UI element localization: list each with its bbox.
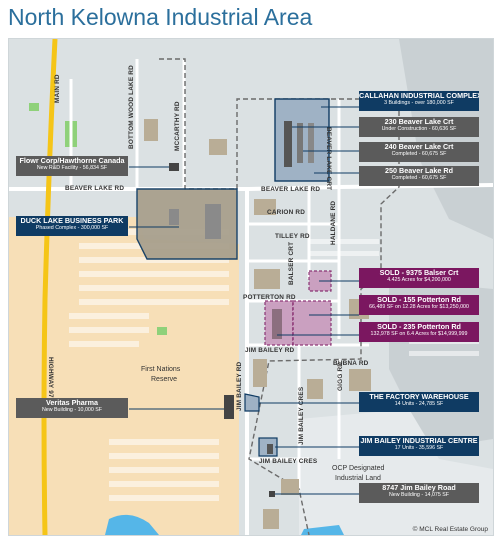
callout-250-beaver-lake-rd[interactable]: 250 Beaver Lake Rd Completed - 60,675 SF: [359, 166, 479, 186]
callout-veritas[interactable]: Veritas Pharma New Building - 10,000 SF: [16, 398, 128, 418]
road-label-beaver-lake-west: BEAVER LAKE RD: [65, 185, 124, 192]
water: [105, 514, 159, 535]
callout-title: THE FACTORY WAREHOUSE: [369, 392, 469, 401]
callout-leaders: [129, 106, 359, 495]
area-label-industrial-land: Industrial Land: [335, 475, 381, 482]
callout-title: 8747 Jim Bailey Road: [382, 483, 456, 492]
callout-title: SOLD - 9375 Balser Crt: [379, 268, 459, 277]
road-label-bottom-wood-lake: BOTTOM WOOD LAKE RD: [128, 65, 135, 149]
callout-callahan[interactable]: CALLAHAN INDUSTRIAL COMPLEX 3 Buildings …: [359, 91, 479, 111]
ocp-land: [299, 409, 493, 535]
callout-subtitle: New Building - 10,000 SF: [41, 407, 103, 413]
road-label-jim-bailey-v: JIM BAILEY RD: [236, 361, 243, 411]
terrain-patch: [399, 39, 493, 239]
highway-97: [41, 39, 58, 535]
callout-subtitle: 4.425 Acres for $4,200,000: [387, 277, 451, 283]
callout-subtitle: New Building - 14,075 SF: [388, 492, 450, 498]
callout-8747-jim-bailey[interactable]: 8747 Jim Bailey Road New Building - 14,0…: [359, 483, 479, 503]
road-label-balser: BALSER CRT: [288, 242, 295, 285]
callout-factory-warehouse[interactable]: THE FACTORY WAREHOUSE 14 Units - 24,785 …: [359, 392, 479, 412]
callout-title: JIM BAILEY INDUSTRIAL CENTRE: [360, 436, 478, 445]
building: [308, 123, 314, 163]
road-label-jim-bailey-h: JIM BAILEY RD: [245, 347, 295, 354]
callout-title: CALLAHAN INDUSTRIAL COMPLEX: [359, 91, 479, 100]
park: [157, 327, 167, 335]
veritas-building: [224, 395, 234, 419]
callout-title: SOLD - 155 Potterton Rd: [377, 295, 461, 304]
road-label-beaver-lake-crt: BEAVER LAKE CRT: [325, 127, 332, 190]
callout-title: Veritas Pharma: [46, 398, 98, 407]
road-label-gigg: GIGG RD: [337, 362, 344, 391]
building: [169, 209, 179, 225]
callout-sold-9375[interactable]: SOLD - 9375 Balser Crt 4.425 Acres for $…: [359, 268, 479, 288]
building: [272, 309, 282, 339]
callout-240-beaver-lake-crt[interactable]: 240 Beaver Lake Crt Completed - 60,675 S…: [359, 142, 479, 162]
road-label-jim-bailey-cres-h: JIM BAILEY CRES: [259, 458, 318, 465]
callout-subtitle: Completed - 60,675 SF: [391, 151, 447, 157]
study-area-boundary: [159, 58, 400, 535]
callout-title: DUCK LAKE BUSINESS PARK: [20, 216, 124, 225]
road-label-carion: CARION RD: [267, 209, 305, 216]
area-label-ocp: OCP Designated: [332, 465, 385, 472]
road-label-highway: HIGHWAY 97: [47, 357, 54, 398]
callout-subtitle: Under Construction - 60,636 SF: [381, 126, 457, 132]
flowr-building: [169, 163, 179, 171]
road-label-bubna: BUBNA RD: [333, 360, 369, 367]
callout-230-beaver-lake-crt[interactable]: 230 Beaver Lake Crt Under Construction -…: [359, 117, 479, 137]
page-title: North Kelowna Industrial Area: [8, 4, 313, 30]
building: [205, 204, 221, 239]
callout-sold-155[interactable]: SOLD - 155 Potterton Rd 66,489 SF on 12.…: [359, 295, 479, 315]
factory-warehouse-parcel: [244, 393, 260, 412]
road-label-jim-bailey-cres-v: JIM BAILEY CRES: [298, 386, 305, 445]
callout-jim-bailey-centre[interactable]: JIM BAILEY INDUSTRIAL CENTRE 17 Units - …: [359, 436, 479, 456]
area-label-reserve: Reserve: [151, 376, 177, 383]
water: [301, 525, 344, 535]
building: [267, 444, 273, 454]
jb8747-building: [269, 491, 275, 497]
callout-subtitle: New R&D Facility - 56,834 SF: [36, 165, 108, 171]
callout-sold-235[interactable]: SOLD - 235 Potterton Rd 132,978 SF on 6.…: [359, 322, 479, 342]
road-network: [9, 59, 493, 535]
callout-duck-lake[interactable]: DUCK LAKE BUSINESS PARK Phased Complex -…: [16, 216, 128, 236]
callout-title: 240 Beaver Lake Crt: [384, 142, 454, 151]
callout-title: Flowr Corp/Hawthorne Canada: [19, 156, 125, 165]
callout-subtitle: 3 Buildings - over 180,000 SF: [384, 100, 454, 106]
duck-lake-parcel: [136, 188, 238, 260]
road-label-mccarthy: MCCARTHY RD: [174, 101, 181, 151]
building: [297, 123, 303, 163]
road-label-tilley: TILLEY RD: [275, 233, 310, 240]
area-label-first-nations: First Nations: [141, 366, 181, 373]
industrial-lots: [144, 119, 371, 529]
callout-flowr[interactable]: Flowr Corp/Hawthorne Canada New R&D Faci…: [16, 156, 128, 176]
callout-title: SOLD - 235 Potterton Rd: [377, 322, 461, 331]
callout-title: 230 Beaver Lake Crt: [384, 117, 454, 126]
sold-155-parcel: [292, 300, 332, 346]
road-label-potterton: POTTERTON RD: [243, 294, 296, 301]
park: [29, 103, 39, 111]
road-label-beaver-lake-east: BEAVER LAKE RD: [261, 186, 320, 193]
callout-subtitle: 132,978 SF on 6.4 Acres for $14,999,999: [370, 331, 468, 337]
callout-subtitle: 66,489 SF on 12.28 Acres for $13,250,000: [369, 304, 469, 310]
callout-title: 250 Beaver Lake Rd: [385, 166, 453, 175]
credit-text: © MCL Real Estate Group: [412, 526, 488, 533]
building: [284, 121, 292, 167]
road-label-main: MAIN RD: [54, 74, 61, 103]
callout-subtitle: Completed - 60,675 SF: [391, 175, 447, 181]
callout-subtitle: 17 Units - 35,596 SF: [394, 445, 444, 451]
callout-subtitle: 14 Units - 24,785 SF: [394, 401, 444, 407]
callout-subtitle: Phased Complex - 300,000 SF: [35, 225, 109, 231]
road-label-haldane: HALDANE RD: [330, 201, 337, 245]
